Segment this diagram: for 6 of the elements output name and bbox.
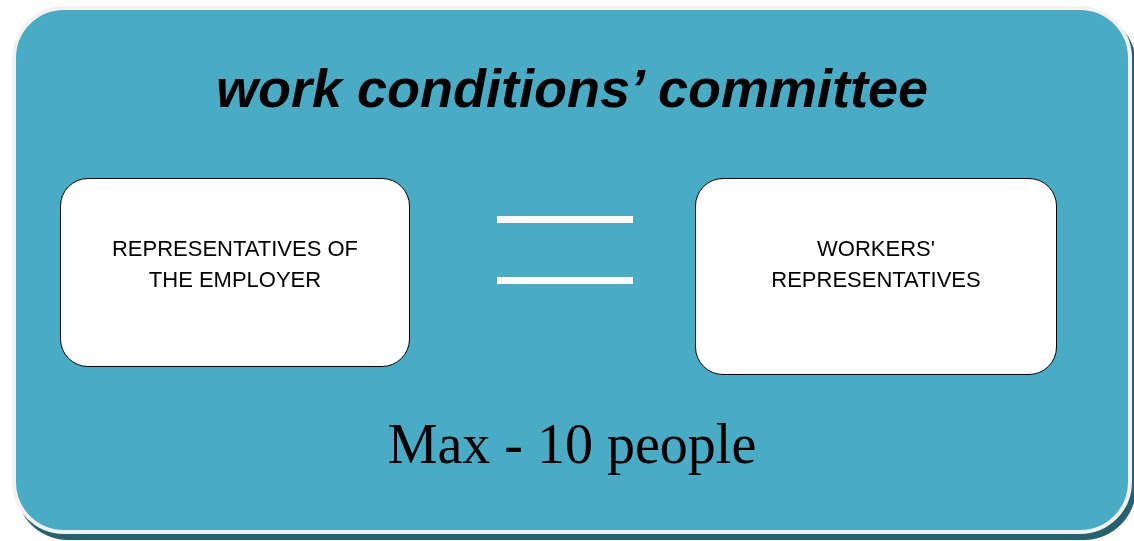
box-text: REPRESENTATIVES OF THE EMPLOYER [110,235,360,294]
panel-title: work conditions’ committee [214,57,930,120]
rounded-box [60,178,410,367]
rounded-box [695,178,1057,375]
box-text: WORKERS' REPRESENTATIVES [770,235,982,294]
panel-note: Max - 10 people [386,412,758,476]
